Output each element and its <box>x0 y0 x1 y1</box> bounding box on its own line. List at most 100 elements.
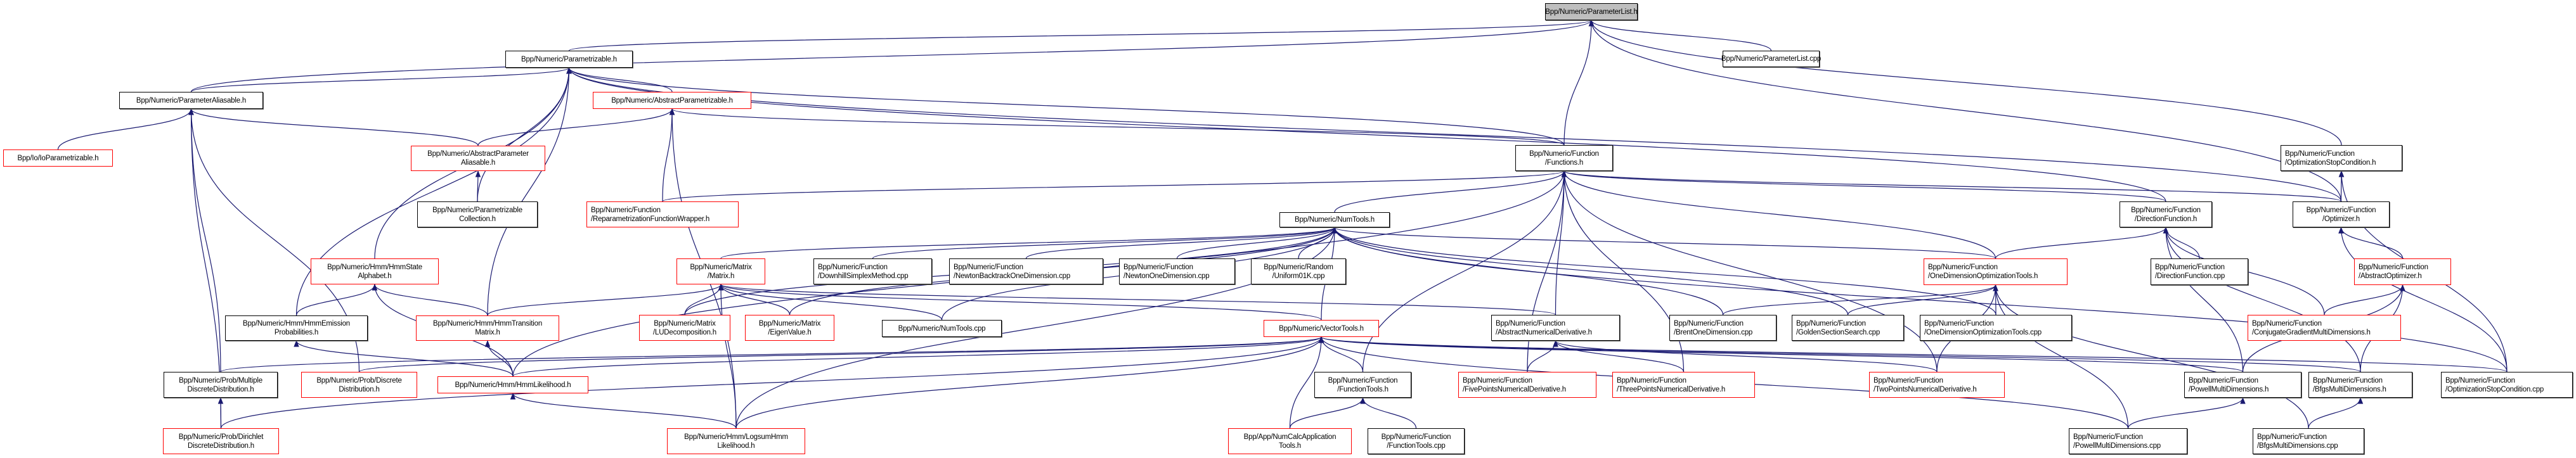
node-dirichletdiscretedistribution-h[interactable]: Bpp/Numeric/Prob/Dirichlet DiscreteDistr… <box>163 428 279 454</box>
edge-numtools-cpp-to-matrix-h <box>718 283 943 321</box>
edge-optimizer-h-to-parameterlist-h <box>1588 19 2342 202</box>
edge-goldensectionsearch-cpp-to-numtools-h <box>1331 226 1849 315</box>
edge-multiplediscretedistribution-h-to-vectortools-h <box>220 336 1324 372</box>
edge-parametrizablecollection-h-to-parametrizable-h <box>477 67 572 202</box>
edge-onedimensionoptimizationtools-cpp-to-numtools-h <box>1331 226 1997 315</box>
edge-abstractparametrizable-h-to-parametrizable-h <box>566 67 673 92</box>
edge-abstractparameteraliasable-h-to-parameteraliasable-h <box>188 108 479 146</box>
edge-powellmultidimensions-cpp-to-powellmultidimensions-h <box>2127 397 2246 429</box>
node-parameterlist-cpp[interactable]: Bpp/Numeric/ParameterList.cpp <box>1721 51 1821 67</box>
node-abstractparametrizable-h[interactable]: Bpp/Numeric/AbstractParametrizable.h <box>593 92 751 109</box>
node-optimizationstopcondition-h[interactable]: Bpp/Numeric/Function /OptimizationStopCo… <box>2281 145 2402 171</box>
edge-onedimensionoptimizationtools-h-to-functions-h <box>1561 170 1997 259</box>
edge-bfgsmultidimensions-h-to-directionfunction-h <box>2163 226 2361 372</box>
edge-hmmtransitionmatrix-h-to-parametrizable-h <box>487 67 572 316</box>
node-powellmultidimensions-cpp[interactable]: Bpp/Numeric/Function /PowellMultiDimensi… <box>2069 428 2187 454</box>
node-ioparametrizable-h[interactable]: Bpp/Io/IoParametrizable.h <box>3 149 113 167</box>
edge-newtononedimension-cpp-to-numtools-h <box>1176 226 1338 259</box>
node-multiplediscretedistribution-h[interactable]: Bpp/Numeric/Prob/Multiple DiscreteDistri… <box>164 372 278 398</box>
edge-functiontools-cpp-to-functiontools-h <box>1360 397 1417 429</box>
edge-reparametrizationfunctionwrapper-h-to-functions-h <box>662 170 1567 202</box>
node-goldensectionsearch-cpp[interactable]: Bpp/Numeric/Function /GoldenSectionSearc… <box>1792 315 1904 341</box>
edge-parametrizable-h-to-parameterlist-h <box>568 19 1594 51</box>
node-parametrizable-h[interactable]: Bpp/Numeric/Parametrizable.h <box>505 51 633 68</box>
edge-eigenvalue-h-to-matrix-h <box>718 283 791 315</box>
edge-multiplediscretedistribution-h-to-parameteraliasable-h <box>188 108 221 372</box>
node-numtools-h[interactable]: Bpp/Numeric/NumTools.h <box>1279 212 1390 227</box>
edge-bfgsmultidimensions-cpp-to-onedimensionoptimizationtools-h <box>1993 284 2309 429</box>
node-conjugategradientmultidimensions-h[interactable]: Bpp/Numeric/Function /ConjugateGradientM… <box>2248 315 2401 341</box>
node-newtonbacktrackonedimension-cpp[interactable]: Bpp/Numeric/Function /NewtonBacktrackOne… <box>949 258 1103 284</box>
node-numcalcapplicationtools-h[interactable]: Bpp/App/NumCalcApplication Tools.h <box>1228 428 1352 454</box>
node-abstractoptimizer-h[interactable]: Bpp/Numeric/Function /AbstractOptimizer.… <box>2354 258 2451 285</box>
node-optimizer-h[interactable]: Bpp/Numeric/Function /Optimizer.h <box>2293 201 2390 227</box>
edge-functions-h-to-abstractparametrizable-h <box>670 108 1565 146</box>
node-newtononedimension-cpp[interactable]: Bpp/Numeric/Function /NewtonOneDimension… <box>1119 258 1235 284</box>
edge-newtonbacktrackonedimension-cpp-to-numtools-h <box>1025 226 1338 259</box>
edge-abstractparameteraliasable-h-to-abstractparametrizable-h <box>477 108 675 146</box>
node-matrix-h[interactable]: Bpp/Numeric/Matrix /Matrix.h <box>676 258 765 284</box>
node-discretedistribution-h[interactable]: Bpp/Numeric/Prob/Discrete Distribution.h <box>301 372 417 398</box>
edge-dirichletdiscretedistribution-h-to-parameteraliasable-h <box>188 108 222 429</box>
edge-logsumhmmlikelihood-h-to-vectortools-h <box>735 336 1324 429</box>
edge-downhillsimplexmethod-cpp-to-numtools-h <box>872 226 1338 259</box>
node-powellmultidimensions-h[interactable]: Bpp/Numeric/Function /PowellMultiDimensi… <box>2184 372 2301 398</box>
edge-functions-h-to-parameterlist-h <box>1563 19 1595 146</box>
node-threepointsnumericalderivative-h[interactable]: Bpp/Numeric/Function /ThreePointsNumeric… <box>1612 372 1755 398</box>
node-bfgsmultidimensions-h[interactable]: Bpp/Numeric/Function /BfgsMultiDimension… <box>2308 372 2412 398</box>
node-brentonedimension-cpp[interactable]: Bpp/Numeric/Function /BrentOneDimension.… <box>1669 315 1777 341</box>
node-hmmstatealphabet-h[interactable]: Bpp/Numeric/Hmm/HmmState Alphabet.h <box>311 258 439 284</box>
edge-numcalcapplicationtools-h-to-vectortools-h <box>1289 336 1324 429</box>
node-bfgsmultidimensions-cpp[interactable]: Bpp/Numeric/Function /BfgsMultiDimension… <box>2253 428 2364 454</box>
edge-threepointsnumericalderivative-h-to-abstractnumericalderivative-h <box>1553 340 1685 372</box>
edge-hmmemissionprobabilities-h-to-hmmstatealphabet-h <box>295 283 378 316</box>
node-functions-h[interactable]: Bpp/Numeric/Function /Functions.h <box>1515 145 1613 171</box>
node-downhillsimplexmethod-cpp[interactable]: Bpp/Numeric/Function /DownhillSimplexMet… <box>813 258 932 284</box>
node-hmmemissionprobabilities-h[interactable]: Bpp/Numeric/Hmm/HmmEmission Probabilitie… <box>225 315 368 341</box>
node-directionfunction-h[interactable]: Bpp/Numeric/Function /DirectionFunction.… <box>2120 201 2212 227</box>
node-onedimensionoptimizationtools-h[interactable]: Bpp/Numeric/Function /OneDimensionOptimi… <box>1924 258 2068 285</box>
node-ludecomposition-h[interactable]: Bpp/Numeric/Matrix /LUDecomposition.h <box>639 315 730 341</box>
node-parameterlist-h: Bpp/Numeric/ParameterList.h <box>1545 3 1638 20</box>
edge-powellmultidimensions-h-to-directionfunction-h <box>2163 226 2244 372</box>
edge-discretedistribution-h-to-vectortools-h <box>358 336 1324 372</box>
edge-vectortools-h-to-matrix-h <box>718 283 1322 321</box>
node-vectortools-h[interactable]: Bpp/Numeric/VectorTools.h <box>1264 320 1379 337</box>
node-abstractparameteraliasable-h[interactable]: Bpp/Numeric/AbstractParameter Aliasable.… <box>411 146 545 171</box>
edge-powellmultidimensions-h-to-vectortools-h <box>1319 336 2244 372</box>
node-parametrizablecollection-h[interactable]: Bpp/Numeric/Parametrizable Collection.h <box>417 201 538 227</box>
edge-optimizer-h-to-functions-h <box>1562 170 2342 202</box>
edge-optimizationstopcondition-cpp-to-numtools-h <box>1331 226 2508 372</box>
node-optimizationstopcondition-cpp[interactable]: Bpp/Numeric/Function /OptimizationStopCo… <box>2441 372 2573 398</box>
edge-matrix-h-to-numtools-h <box>720 226 1337 259</box>
node-functiontools-cpp[interactable]: Bpp/Numeric/Function /FunctionTools.cpp <box>1368 428 1465 454</box>
edge-goldensectionsearch-cpp-to-onedimensionoptimizationtools-h <box>1847 284 1998 315</box>
node-parameteraliasable-h[interactable]: Bpp/Numeric/ParameterAliasable.h <box>119 92 263 109</box>
edge-functions-h-to-parametrizable-h <box>566 67 1565 146</box>
node-fivepointsnumericalderivative-h[interactable]: Bpp/Numeric/Function /FivePointsNumerica… <box>1458 372 1596 398</box>
edge-hmmlikelihood-h-to-hmmemissionprobabilities-h <box>294 340 514 377</box>
node-functiontools-h[interactable]: Bpp/Numeric/Function /FunctionTools.h <box>1314 372 1411 398</box>
node-reparametrizationfunctionwrapper-h[interactable]: Bpp/Numeric/Function /ReparametrizationF… <box>586 201 739 227</box>
edge-parametrizablecollection-h-to-abstractparameteraliasable-h <box>475 170 481 202</box>
edge-optimizer-h-to-parametrizable-h <box>566 67 2342 202</box>
edge-bfgsmultidimensions-h-to-vectortools-h <box>1319 336 2361 372</box>
edge-reparametrizationfunctionwrapper-h-to-abstractparametrizable-h <box>662 108 675 202</box>
edge-dirichletdiscretedistribution-h-to-vectortools-h <box>220 336 1324 429</box>
node-uniform01k-cpp[interactable]: Bpp/Numeric/Random /Uniform01K.cpp <box>1251 258 1346 284</box>
node-numtools-cpp[interactable]: Bpp/Numeric/NumTools.cpp <box>882 320 1002 337</box>
node-hmmtransitionmatrix-h[interactable]: Bpp/Numeric/Hmm/HmmTransition Matrix.h <box>416 315 559 341</box>
node-eigenvalue-h[interactable]: Bpp/Numeric/Matrix /EigenValue.h <box>745 315 834 341</box>
edge-hmmtransitionmatrix-h-to-hmmstatealphabet-h <box>372 283 488 316</box>
node-twopointsnumericalderivative-h[interactable]: Bpp/Numeric/Function /TwoPointsNumerical… <box>1869 372 2005 398</box>
node-logsumhmmlikelihood-h[interactable]: Bpp/Numeric/Hmm/LogsumHmm Likelihood.h <box>667 428 805 454</box>
edge-bfgsmultidimensions-cpp-to-bfgsmultidimensions-h <box>2308 397 2364 429</box>
node-hmmlikelihood-h[interactable]: Bpp/Numeric/Hmm/HmmLikelihood.h <box>437 376 588 393</box>
node-directionfunction-cpp[interactable]: Bpp/Numeric/Function /DirectionFunction.… <box>2151 258 2248 285</box>
edge-hmmlikelihood-h-to-vectortools-h <box>512 336 1324 377</box>
node-onedimensionoptimizationtools-cpp[interactable]: Bpp/Numeric/Function /OneDimensionOptimi… <box>1920 315 2072 341</box>
edge-abstractnumericalderivative-h-to-matrix-h <box>718 283 1557 315</box>
node-abstractnumericalderivative-h[interactable]: Bpp/Numeric/Function /AbstractNumericalD… <box>1491 315 1620 341</box>
edge-parameterlist-cpp-to-parameterlist-h <box>1588 19 1772 51</box>
edge-twopointsnumericalderivative-h-to-abstractnumericalderivative-h <box>1553 340 1938 372</box>
